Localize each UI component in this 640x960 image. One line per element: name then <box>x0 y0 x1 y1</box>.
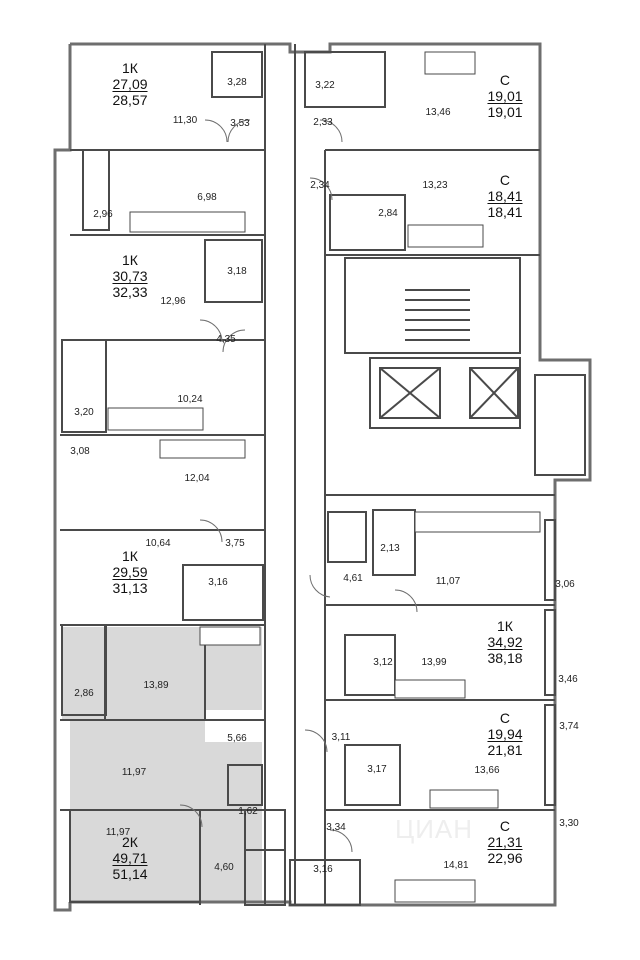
room-area: 2,33 <box>313 117 333 128</box>
apartment-living-area: 18,41 <box>487 188 523 204</box>
apartment-label-a9[interactable]: 2К 49,71 51,14 <box>112 834 147 882</box>
room-area: 3,34 <box>326 822 346 833</box>
apartment-type: С <box>499 172 511 188</box>
door-swings <box>179 119 418 853</box>
apartment-label-a8[interactable]: С 21,31 22,96 <box>487 818 522 866</box>
apartment-label-a7[interactable]: С 19,94 21,81 <box>487 710 522 758</box>
room-area: 11,97 <box>105 827 131 838</box>
room-area: 3,74 <box>559 721 579 732</box>
apartment-type: С <box>499 72 511 88</box>
room-area: 3,53 <box>230 118 250 129</box>
room-area: 3,17 <box>367 764 387 775</box>
apartment-type: 1К <box>122 60 138 76</box>
apartment-living-area: 21,31 <box>487 834 523 850</box>
room-area: 3,22 <box>315 80 335 91</box>
room-area: 10,24 <box>177 394 203 405</box>
room-area: 4,35 <box>216 334 236 345</box>
apartment-label-a4[interactable]: 1К 30,73 32,33 <box>112 252 147 300</box>
apartment-total-area: 21,81 <box>487 742 523 758</box>
room-area: 2,34 <box>310 180 330 191</box>
room-area: 3,46 <box>558 674 578 685</box>
room-area: 13,66 <box>474 765 500 776</box>
room-area: 13,46 <box>425 107 451 118</box>
room-area: 2,13 <box>380 543 400 554</box>
apartment-total-area: 31,13 <box>112 580 148 596</box>
apartment-living-area: 27,09 <box>112 76 148 92</box>
apartment-label-a1[interactable]: 1К 27,09 28,57 <box>112 60 147 108</box>
room-area: 4,60 <box>214 862 234 873</box>
room-area: 10,64 <box>145 538 171 549</box>
apartment-label-a2[interactable]: С 19,01 19,01 <box>487 72 522 120</box>
room-area: 12,96 <box>160 296 186 307</box>
room-area: 3,11 <box>331 732 351 743</box>
apartment-type: 1К <box>122 252 138 268</box>
room-area: 12,04 <box>184 473 210 484</box>
apartment-type: С <box>499 818 511 834</box>
apartment-label-a3[interactable]: С 18,41 18,41 <box>487 172 522 220</box>
room-area: 1,62 <box>238 806 258 817</box>
room-area: 13,89 <box>143 680 169 691</box>
apartment-label-a6[interactable]: 1К 34,92 38,18 <box>487 618 522 666</box>
kitchen-fixtures <box>107 51 541 903</box>
apartment-type: 1К <box>122 548 138 564</box>
room-area: 3,75 <box>225 538 245 549</box>
room-area: 3,30 <box>559 818 579 829</box>
room-area: 2,86 <box>74 688 94 699</box>
apartment-total-area: 22,96 <box>487 850 523 866</box>
apartment-type: 1К <box>497 618 513 634</box>
room-area: 6,98 <box>197 192 217 203</box>
apartment-total-area: 51,14 <box>112 866 148 882</box>
room-area: 11,30 <box>172 115 198 126</box>
apartment-type: С <box>499 710 511 726</box>
room-area: 3,28 <box>227 77 247 88</box>
apartment-type: 2К <box>122 834 138 850</box>
room-area: 5,66 <box>227 733 247 744</box>
apartment-living-area: 19,01 <box>487 88 523 104</box>
room-area: 3,18 <box>227 266 247 277</box>
room-area: 3,12 <box>373 657 393 668</box>
apartment-living-area: 34,92 <box>487 634 523 650</box>
room-area: 13,23 <box>422 180 448 191</box>
room-area: 13,99 <box>421 657 447 668</box>
room-area: 3,16 <box>313 864 333 875</box>
left-wing-walls <box>60 44 326 906</box>
room-area: 2,96 <box>93 209 113 220</box>
room-area: 4,61 <box>343 573 363 584</box>
apartment-living-area: 29,59 <box>112 564 148 580</box>
room-area: 3,16 <box>208 577 228 588</box>
room-area: 11,97 <box>121 767 147 778</box>
apartment-total-area: 19,01 <box>487 104 523 120</box>
apartment-living-area: 49,71 <box>112 850 148 866</box>
apartment-label-a5[interactable]: 1К 29,59 31,13 <box>112 548 147 596</box>
room-area: 3,06 <box>555 579 575 590</box>
room-area: 11,07 <box>435 576 461 587</box>
apartment-living-area: 19,94 <box>487 726 523 742</box>
apartment-living-area: 30,73 <box>112 268 148 284</box>
watermark: ЦИАН <box>395 814 474 844</box>
right-wing-walls <box>289 51 586 906</box>
room-area: 2,84 <box>378 208 398 219</box>
apartment-total-area: 18,41 <box>487 204 523 220</box>
apartment-total-area: 38,18 <box>487 650 523 666</box>
room-area: 14,81 <box>443 860 469 871</box>
apartment-total-area: 28,57 <box>112 92 148 108</box>
apartment-total-area: 32,33 <box>112 284 148 300</box>
room-area: 3,20 <box>74 407 94 418</box>
room-area: 3,08 <box>70 446 90 457</box>
